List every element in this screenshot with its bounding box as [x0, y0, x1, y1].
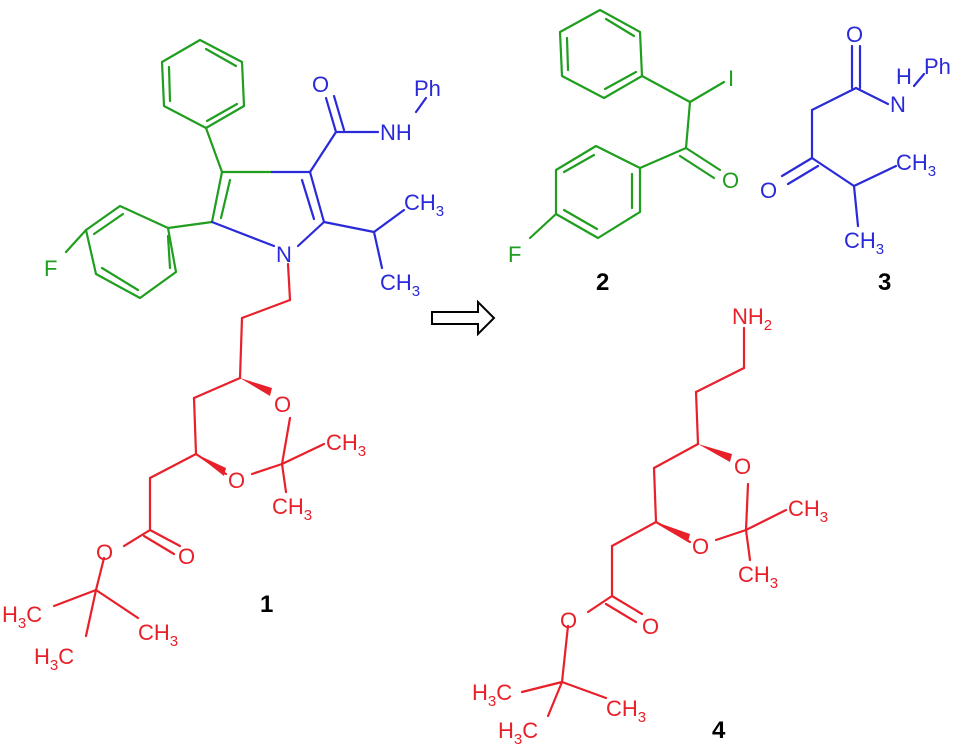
compound-3: O H N Ph O CH3 CH3 3 [760, 22, 951, 296]
amide-oxygen-label: O [312, 72, 329, 97]
isopropyl-methyl-right-label-3: CH3 [896, 150, 936, 180]
dioxane-oxygen-lower-label: O [228, 468, 245, 493]
amine-label: NH2 [732, 304, 772, 334]
compound-1: F O NH Ph N CH3 CH3 [2, 38, 444, 674]
compound-2-bonds [528, 8, 726, 240]
ester-oxygen-label-4: O [560, 608, 577, 633]
wedge-bond-upper [240, 378, 272, 396]
isopropyl-methyl-top-label: CH3 [404, 190, 444, 220]
tbu-methyl-bottom-label-4: H3C [498, 718, 538, 748]
isopropyl-methyl-bottom-label: CH3 [380, 270, 420, 300]
compound-1-number: 1 [260, 591, 273, 618]
fluorine-atom-label: F [44, 256, 57, 281]
dioxane-oxygen-upper-label: O [274, 392, 291, 417]
ketone-oxygen-label: O [722, 168, 739, 193]
compound-1-side-chain-fragment [52, 262, 326, 638]
fluorine-atom-label-2: F [508, 242, 521, 267]
retrosynthetic-arrow [431, 299, 496, 337]
isopropyl-methyl-bottom-label-3: CH3 [844, 228, 884, 258]
tbu-methyl-left-label: H3C [2, 602, 42, 632]
gem-methyl-right-label-4: CH3 [788, 496, 828, 526]
compound-4-bonds [520, 326, 788, 718]
phenyl-group-label-3: Ph [924, 54, 951, 79]
compound-3-number: 3 [878, 269, 891, 296]
dioxane-oxygen-upper-label-4: O [734, 454, 751, 479]
amide-h-label-3: H [896, 64, 912, 89]
carbonyl-oxygen-label-4: O [642, 614, 659, 639]
iodine-atom-label: I [728, 66, 734, 91]
compound-4-number: 4 [712, 717, 726, 744]
compound-1-aryl-fragment [64, 38, 274, 300]
phenyl-group-label: Ph [414, 76, 441, 101]
dioxane-oxygen-lower-label-4: O [692, 534, 709, 559]
carbonyl-oxygen-label: O [178, 544, 195, 569]
wedge-bond-lower [196, 454, 226, 476]
tbu-methyl-bottom-label: H3C [34, 644, 74, 674]
amide-nh-label: NH [380, 120, 412, 145]
compound-2-number: 2 [596, 269, 609, 296]
tbu-methyl-right-label-4: CH3 [606, 696, 646, 726]
ester-oxygen-label: O [96, 540, 113, 565]
wedge-bond-lower-4 [656, 522, 690, 542]
tbu-methyl-left-label-4: H3C [472, 680, 512, 710]
amide-oxygen-label-3: O [846, 22, 863, 47]
pyrrole-nitrogen-label: N [276, 242, 292, 267]
compound-2: I O F 2 [508, 8, 739, 296]
compound-3-bonds [780, 44, 926, 228]
gem-methyl-bottom-label-4: CH3 [738, 562, 778, 592]
amide-n-label-3: N [890, 92, 906, 117]
gem-methyl-bottom-label: CH3 [272, 494, 312, 524]
compound-1-amide-isopropyl-fragment [210, 94, 428, 270]
wedge-bond-upper-4 [698, 444, 732, 462]
tbu-methyl-right-label: CH3 [138, 620, 178, 650]
ketone-oxygen-label-3: O [760, 178, 777, 203]
compound-4: NH2 O O CH3 CH3 O O H3C CH3 H3C 4 [472, 304, 828, 748]
gem-methyl-right-label: CH3 [326, 430, 366, 460]
